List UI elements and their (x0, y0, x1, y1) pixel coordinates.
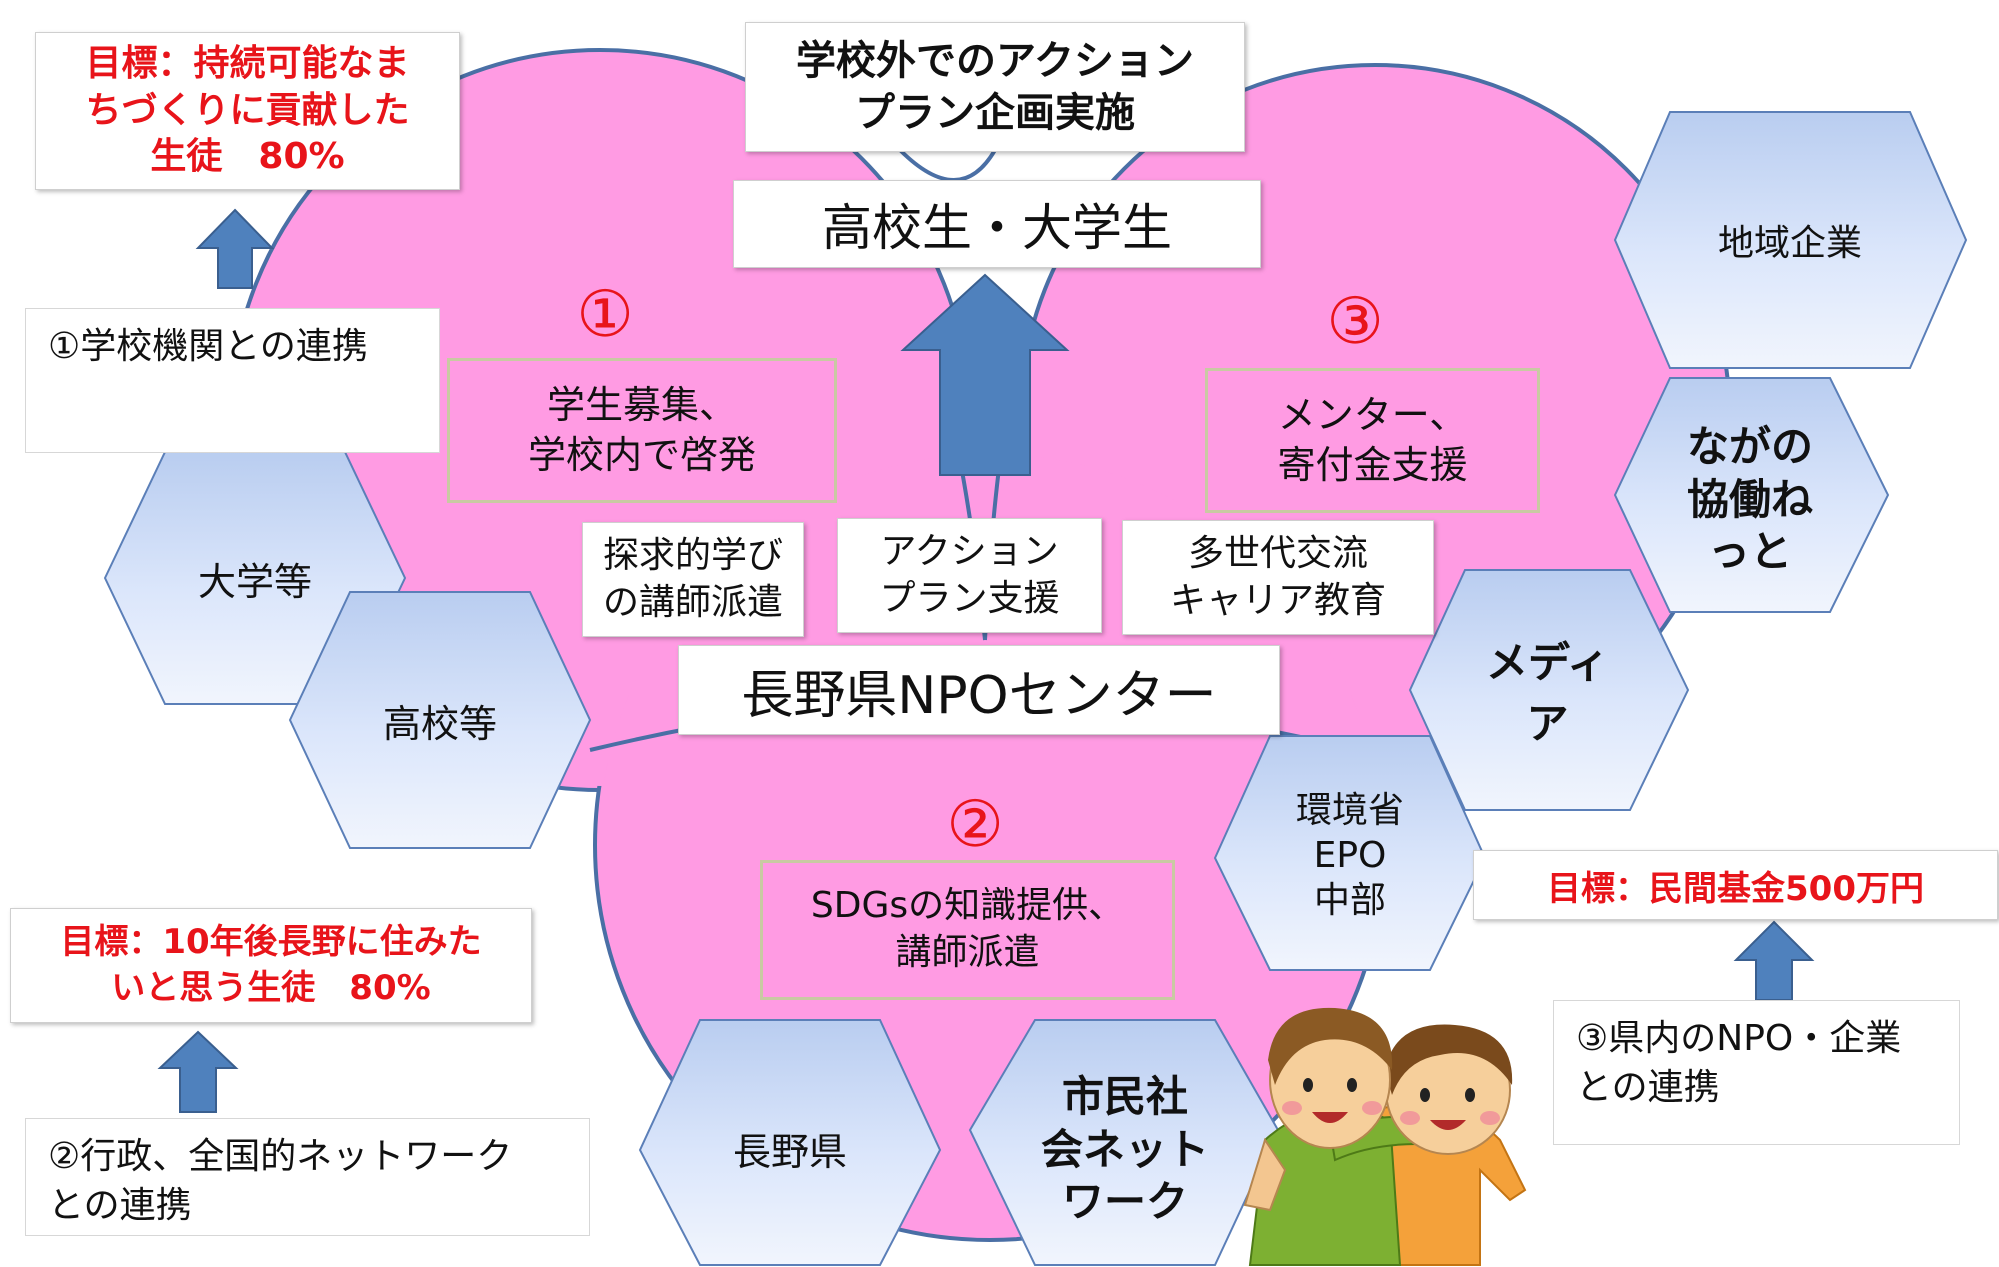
action-plan-line: プラン企画実施 (855, 90, 1135, 136)
multigen-career-box: 多世代交流 キャリア教育 (1122, 520, 1434, 635)
hex-label-prefecture: 長野県 (732, 1129, 847, 1174)
hex-label-nagano-kyodo: ながの 協働ね っと (1686, 422, 1813, 577)
inquiry-learning-box: 探求的学び の講師派遣 (582, 522, 804, 637)
note-school-cooperation: ①学校機関との連携 (25, 308, 440, 453)
action-plan-box: 学校外でのアクション プラン企画実施 (745, 22, 1245, 152)
hex-nagano-kyodo (1613, 377, 1890, 613)
hex-label-university: 大学等 (197, 559, 312, 604)
npo-center-label: 長野県NPOセンター (741, 665, 1217, 726)
hex-prefecture (638, 1019, 942, 1266)
kids-illustration (1243, 1007, 1527, 1266)
arrow-to-youth-goal (157, 1030, 239, 1113)
goal-line: ちづくりに貢献した (85, 89, 410, 131)
hex-label-highschool: 高校等 (382, 701, 497, 746)
hexagons (103, 111, 1968, 1266)
students-box: 高校生・大学生 (733, 180, 1261, 268)
hex-highschool (288, 591, 592, 849)
arrow-to-top-goal (195, 208, 275, 289)
action-plan-support-box: アクション プラン支援 (837, 518, 1102, 633)
sdgs-box: SDGsの知識提供、 講師派遣 (760, 860, 1175, 1000)
hex-media (1408, 569, 1690, 811)
arrow-to-fund-goal (1733, 920, 1815, 1001)
marker-one: ① (576, 278, 634, 352)
goal-live-in-nagano: 目標：10年後長野に住みた いと思う生徒 80% (10, 908, 532, 1023)
note-admin-cooperation: ②行政、全国的ネットワーク との連携 (25, 1118, 590, 1236)
central-up-arrow (900, 273, 1070, 476)
marker-three: ③ (1326, 285, 1384, 359)
hex-label-local-business: 地域企業 (1717, 223, 1862, 264)
goal-private-fund: 目標：民間基金500万円 (1473, 850, 1998, 920)
hex-local-business (1613, 111, 1968, 369)
hex-label-media: メディア (1485, 638, 1610, 748)
action-plan-line: 学校外でのアクション (796, 38, 1194, 84)
hex-label-moe-epo: 環境省 EPO 中部 (1295, 789, 1404, 921)
marker-two: ② (946, 788, 1004, 862)
npo-center-box: 長野県NPOセンター (678, 645, 1280, 735)
goal-sustainable-town: 目標：持続可能なま ちづくりに貢献した 生徒 80% (35, 32, 460, 190)
goal-line: 生徒 80% (150, 136, 345, 178)
goal-line: 目標：持続可能なま (85, 42, 410, 84)
recruit-box: 学生募集、 学校内で啓発 (447, 358, 837, 503)
mentor-box: メンター、 寄付金支援 (1205, 368, 1540, 513)
hex-label-civil-network: 市民社 会ネット ワーク (1040, 1072, 1209, 1227)
students-label: 高校生・大学生 (822, 199, 1172, 257)
note-npo-cooperation: ③県内のNPO・企業 との連携 (1553, 1000, 1960, 1145)
